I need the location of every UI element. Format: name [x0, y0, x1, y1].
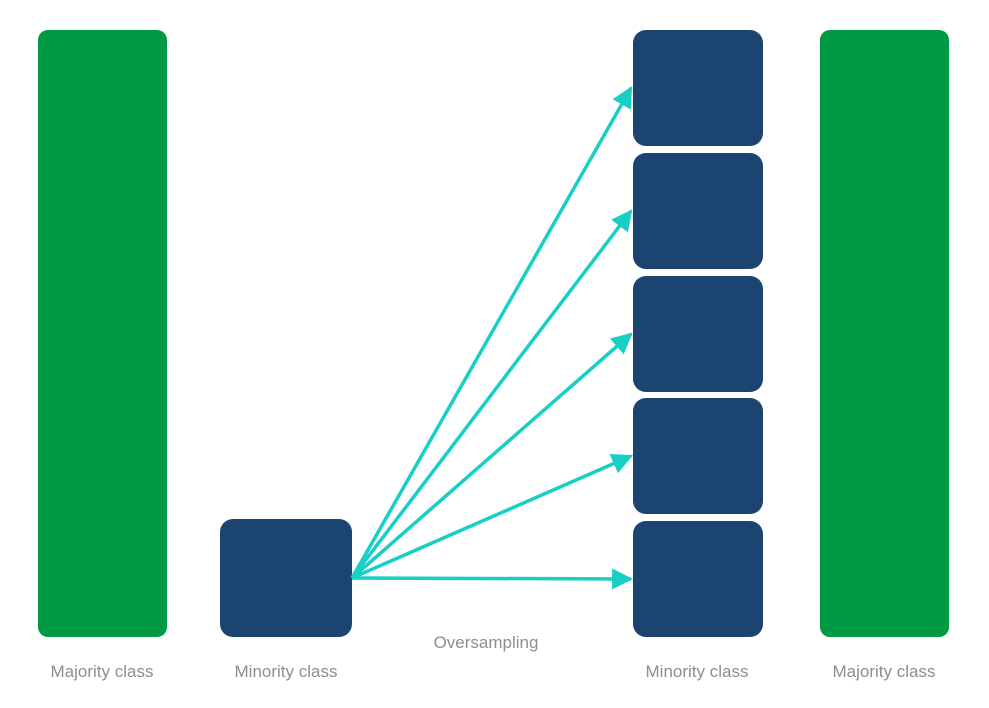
label-majority-left: Majority class — [50, 662, 154, 681]
label-majority-right: Majority class — [832, 662, 936, 681]
minority-box-copy — [633, 275, 763, 392]
oversampling-arrow — [351, 568, 634, 590]
oversampling-arrow — [350, 86, 633, 579]
majority-bar-left — [38, 30, 167, 637]
minority-box-copy — [633, 30, 763, 146]
oversampling-arrow — [351, 453, 633, 580]
minority-box-copy — [633, 152, 763, 269]
minority-box-copy — [633, 398, 763, 515]
label-oversampling: Oversampling — [433, 633, 539, 652]
oversampling-arrow-group — [350, 86, 634, 590]
minority-box-source — [220, 519, 352, 637]
label-minority-source: Minority class — [234, 662, 338, 681]
minority-box-copy — [633, 521, 763, 637]
oversampling-arrow — [350, 209, 633, 580]
label-minority-result: Minority class — [645, 662, 749, 681]
majority-bar-right — [820, 30, 949, 637]
oversampling-arrow — [350, 332, 633, 580]
minority-stack — [633, 30, 763, 637]
